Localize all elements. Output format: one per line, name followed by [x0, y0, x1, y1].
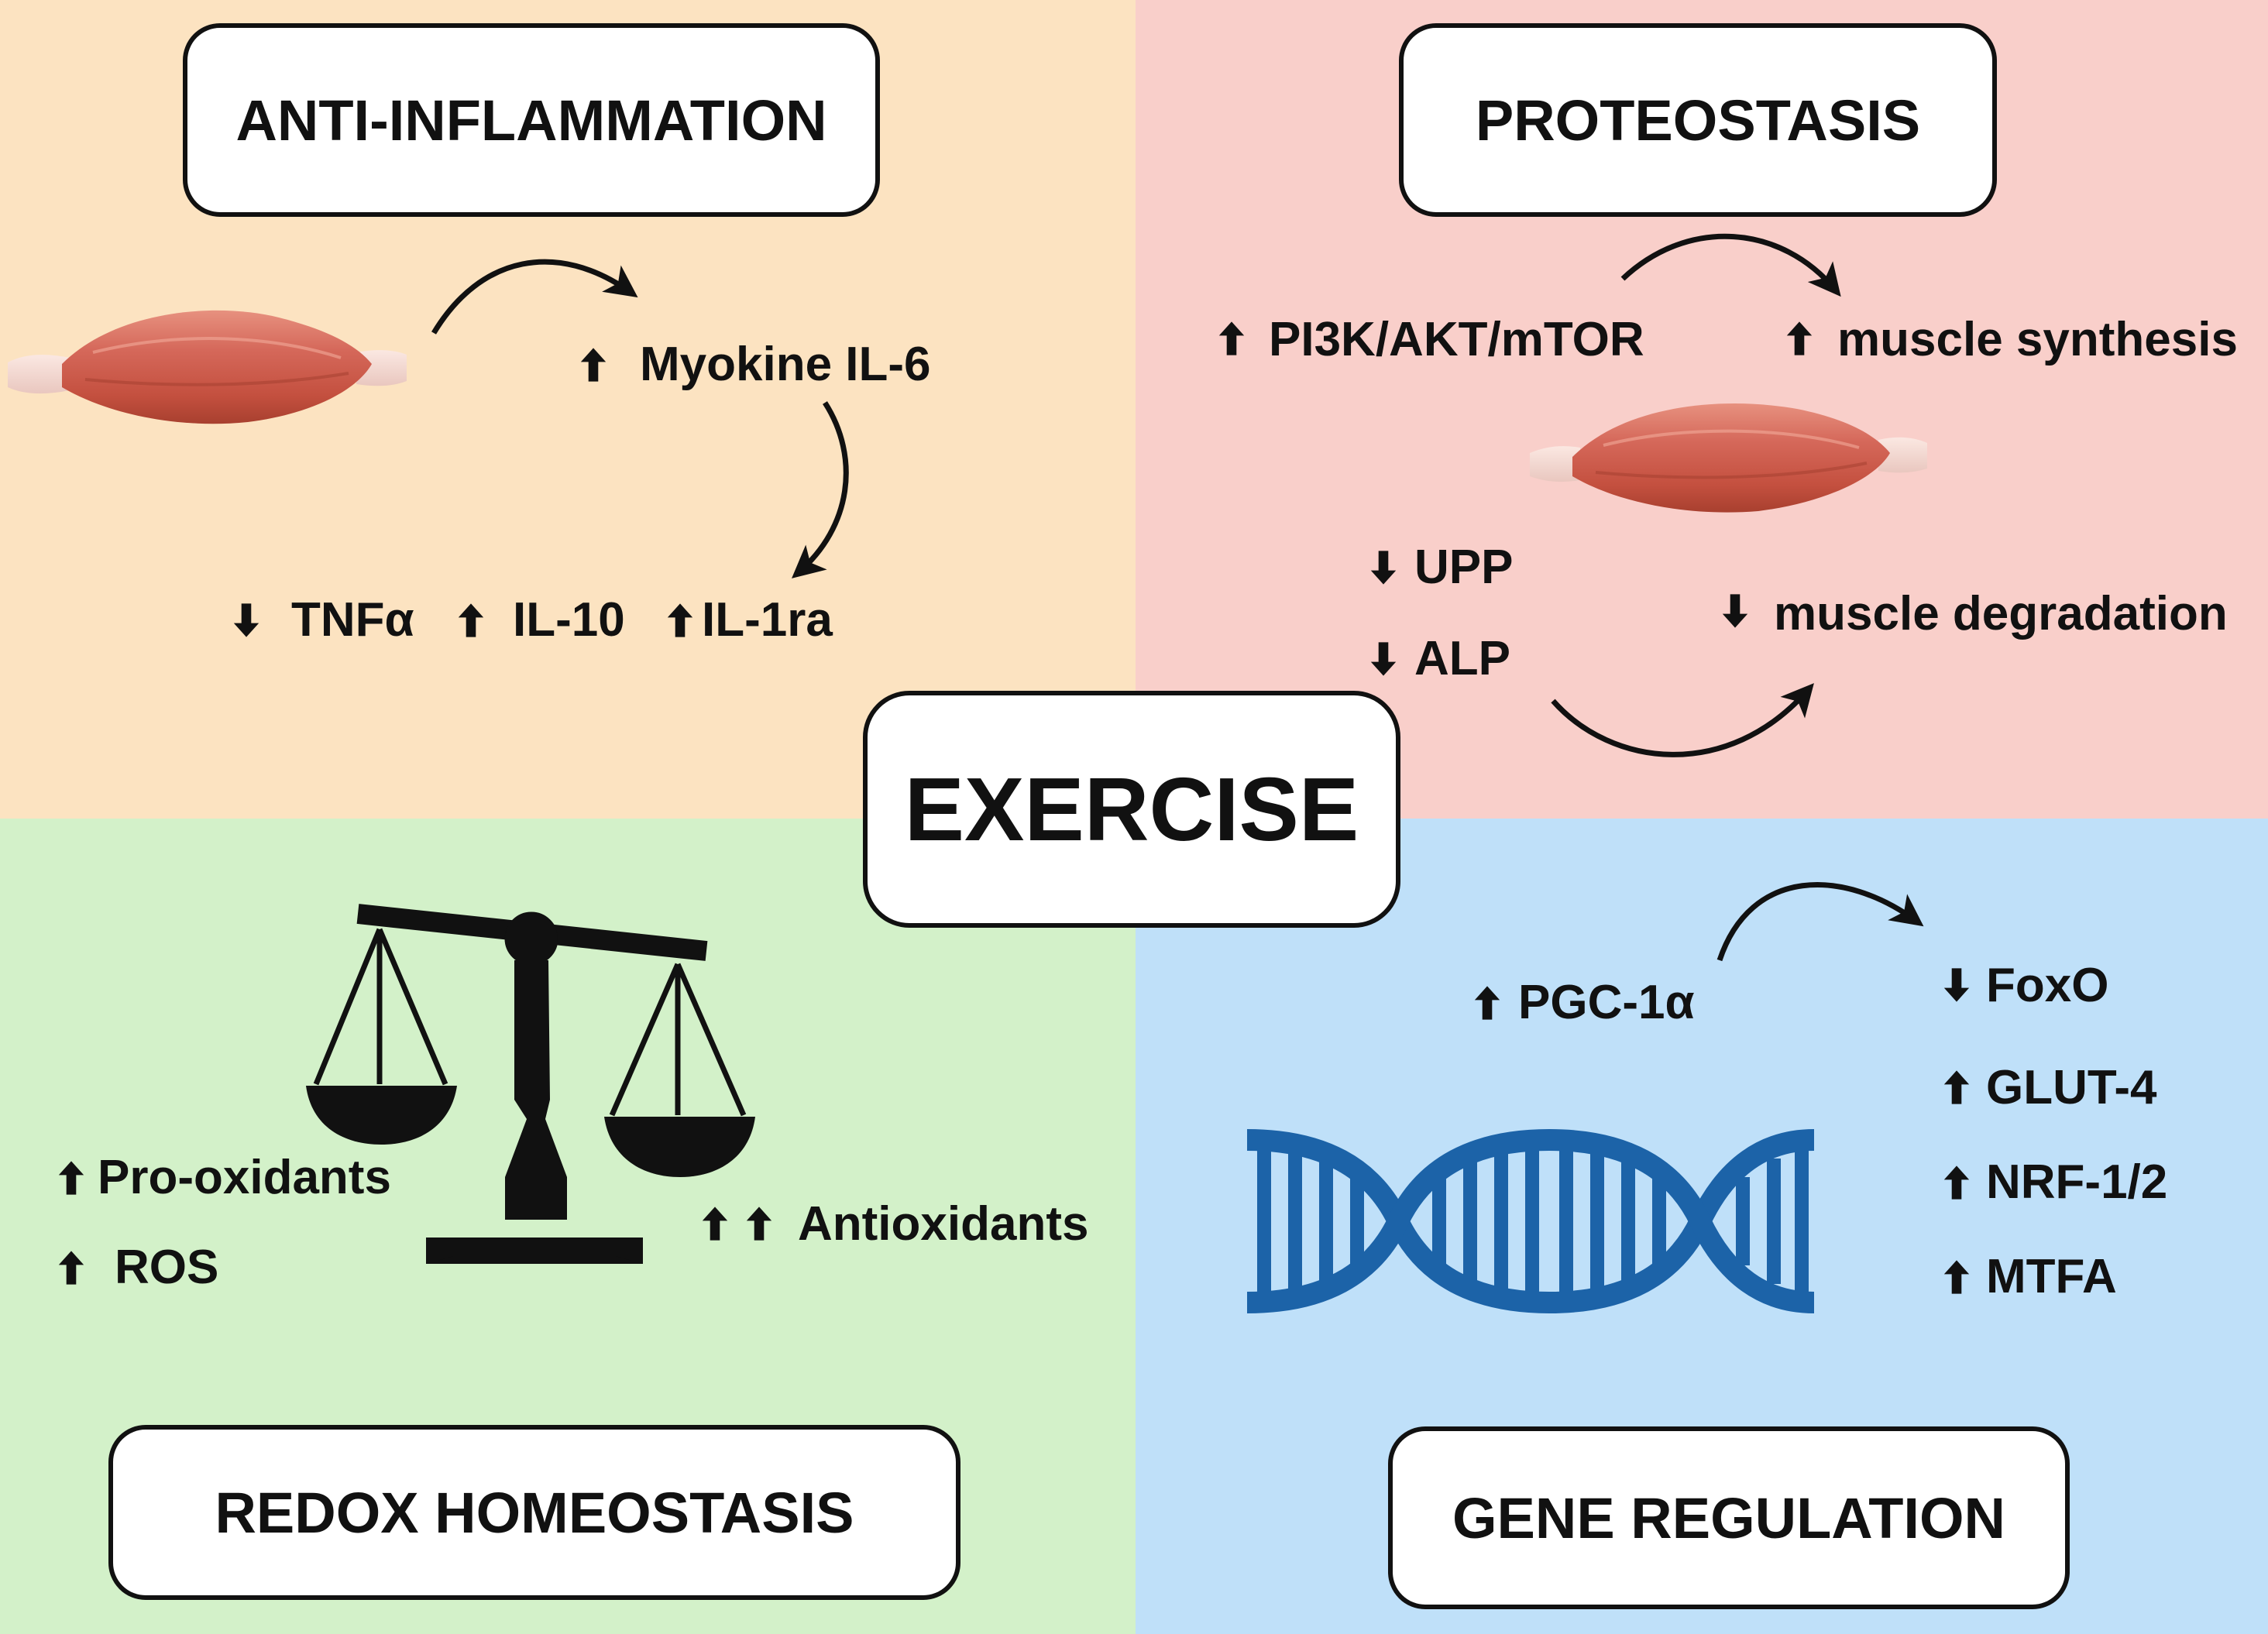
down-arrow-icon	[1722, 594, 1748, 628]
ros-label: ROS	[115, 1241, 219, 1294]
exercise-center-box: EXERCISE	[863, 691, 1400, 928]
muscle-icon	[8, 310, 407, 424]
il6-to-cytokines-arrow	[792, 401, 849, 578]
pi3k-akt-mtor-label: PI3K/AKT/mTOR	[1269, 313, 1644, 366]
up-arrow-icon	[1943, 1260, 1970, 1294]
anti-inflammation-title: ANTI-INFLAMMATION	[183, 23, 880, 217]
muscle-degradation-label: muscle degradation	[1774, 587, 2228, 640]
up-arrow-icon	[1474, 986, 1500, 1020]
pro-oxidants-label: Pro-oxidants	[98, 1151, 391, 1204]
muscle-icon	[1530, 403, 1927, 513]
up-arrow-icon	[702, 1207, 728, 1241]
down-arrow-icon	[1370, 642, 1397, 676]
glut4-label: GLUT-4	[1986, 1061, 2157, 1114]
pgc-1alpha-label: PGC-1α	[1518, 976, 1695, 1029]
foxo-label: FoxO	[1986, 959, 2109, 1012]
down-arrow-icon	[233, 603, 259, 637]
upp-alp-to-degradation-arrow	[1551, 683, 1814, 757]
up-arrow-icon	[1943, 1165, 1970, 1200]
up-arrow-icon	[667, 603, 693, 637]
muscle-to-il6-arrow	[431, 259, 638, 335]
myokine-il6-label: Myokine IL-6	[640, 338, 931, 391]
muscle-synthesis-label: muscle synthesis	[1837, 313, 2238, 366]
up-arrow-icon	[1218, 321, 1245, 355]
gene-regulation-title: GENE REGULATION	[1388, 1426, 2070, 1609]
il1ra-label: IL-1ra	[702, 593, 833, 647]
il10-label: IL-10	[513, 593, 625, 647]
down-arrow-icon	[1370, 551, 1397, 585]
balance-scale-icon	[306, 904, 755, 1264]
dna-icon	[1246, 1128, 1815, 1314]
mtfa-label: MTFA	[1986, 1250, 2117, 1303]
tnf-alpha-label: TNFα	[291, 593, 414, 647]
up-arrow-icon	[58, 1251, 84, 1285]
up-arrow-icon	[1786, 321, 1813, 355]
up-arrow-icon	[580, 348, 607, 382]
redox-homeostasis-title: REDOX HOMEOSTASIS	[108, 1425, 960, 1600]
up-arrow-icon	[746, 1207, 772, 1241]
down-arrow-icon	[1943, 968, 1970, 1002]
proteostasis-title: PROTEOSTASIS	[1399, 23, 1997, 217]
alp-label: ALP	[1414, 632, 1510, 685]
up-arrow-icon	[1943, 1070, 1970, 1104]
upp-label: UPP	[1414, 541, 1514, 594]
nrf-label: NRF-1/2	[1986, 1155, 2168, 1209]
pgc-to-targets-arrow	[1716, 882, 1924, 962]
up-arrow-icon	[58, 1161, 84, 1195]
antioxidants-label: Antioxidants	[798, 1197, 1089, 1251]
up-arrow-icon	[458, 603, 484, 637]
pathway-to-synthesis-arrow	[1620, 233, 1841, 297]
